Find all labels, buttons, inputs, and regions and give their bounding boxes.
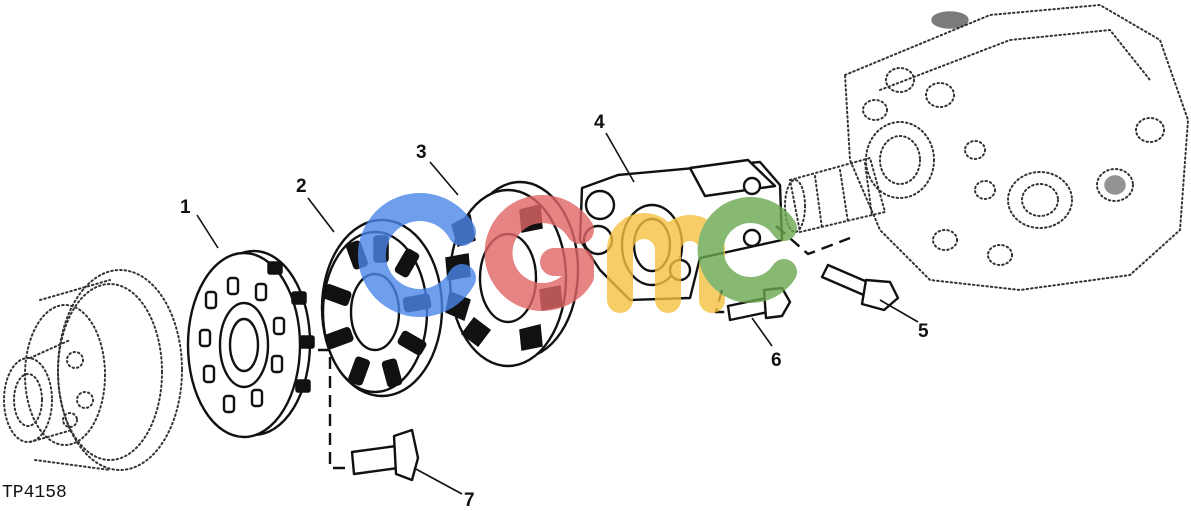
callout-5: 5 [918, 321, 929, 342]
screw-7 [350, 428, 420, 482]
callout-6: 6 [771, 350, 782, 371]
callout-3: 3 [416, 142, 427, 163]
leader-lines [196, 132, 919, 495]
callout-2: 2 [296, 176, 307, 197]
callout-7: 7 [464, 490, 475, 511]
callout-4: 4 [594, 112, 605, 133]
callout-1: 1 [180, 197, 191, 218]
figure-id-label: TP4158 [2, 483, 67, 503]
bolt-5 [820, 263, 900, 312]
cgmc-watermark-logo [357, 193, 797, 317]
pump-housing-outline [784, 3, 1190, 292]
callout-labels: 1 2 3 4 5 6 7 [180, 112, 929, 511]
clutch-pulley-outline [3, 269, 183, 471]
part-1-flange [186, 249, 315, 439]
